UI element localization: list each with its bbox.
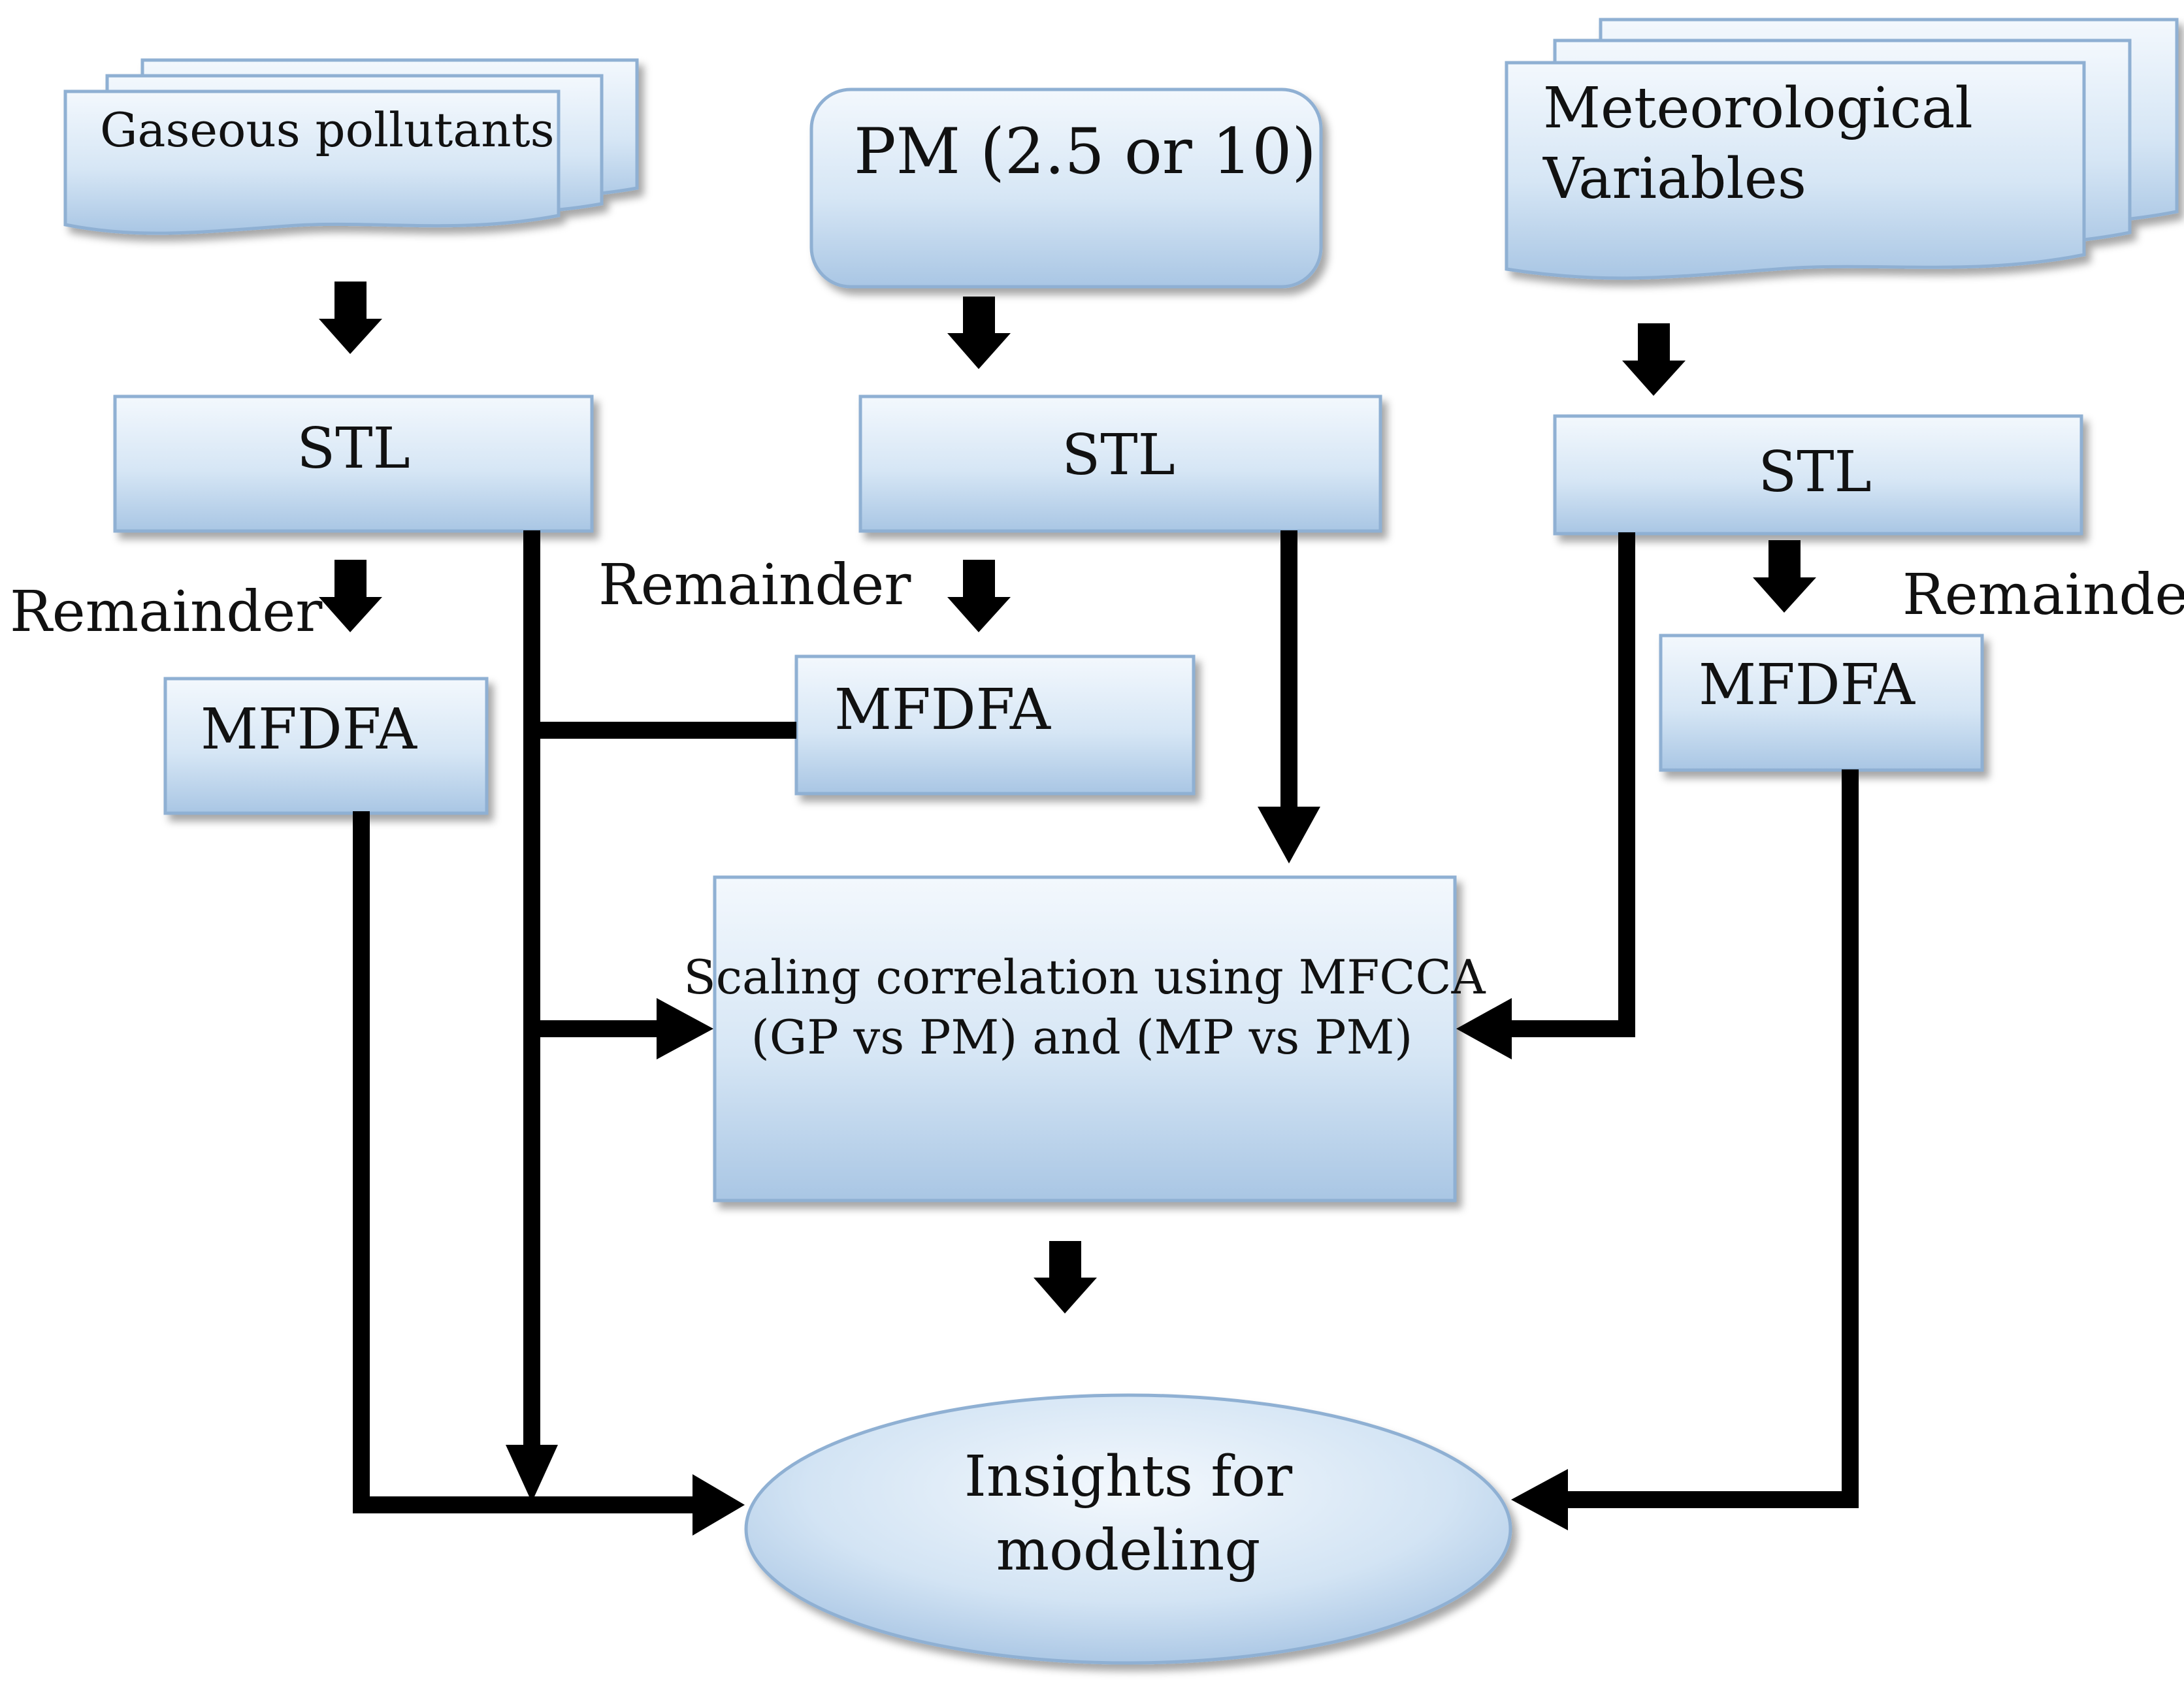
meteorological-label-line1: Meteorological	[1543, 76, 1973, 141]
arrowhead-trunk-down	[506, 1445, 558, 1502]
pm-input-box	[809, 88, 1323, 289]
stl-label-left: STL	[297, 416, 410, 481]
stl-label-center: STL	[1062, 423, 1175, 488]
connector-mfdfa-left-down	[353, 811, 699, 1513]
stl-box-center	[858, 395, 1382, 533]
mfdfa-box-center	[794, 654, 1196, 796]
stl-box-left	[113, 395, 594, 533]
block-arrow-stl-right-to-mfdfa	[1753, 540, 1816, 613]
insights-label-line1: Insights for	[964, 1444, 1293, 1509]
pm-input-label: PM (2.5 or 10)	[854, 115, 1316, 188]
block-arrow-gaseous-to-stl	[319, 282, 382, 354]
arrowhead-to-insights-right	[1511, 1469, 1568, 1530]
arrowhead-to-insights-left	[693, 1474, 745, 1536]
arrowhead-stl-center-down	[1258, 807, 1320, 863]
mfdfa-label-left: MFDFA	[201, 697, 417, 762]
remainder-label-right: Remainder	[1902, 562, 2184, 628]
arrowhead-to-mfcca-left	[657, 998, 713, 1059]
mfcca-box	[713, 875, 1457, 1202]
block-arrow-stl-left-to-mfdfa	[319, 560, 382, 632]
stl-label-right: STL	[1758, 440, 1871, 505]
meteorological-label-line2: Variables	[1542, 146, 1806, 212]
block-arrow-stl-center-to-mfdfa	[947, 560, 1011, 632]
stl-box-right	[1553, 414, 2083, 536]
block-arrow-mfcca-to-insights	[1034, 1241, 1097, 1314]
block-arrow-pm-to-stl	[947, 297, 1011, 369]
gaseous-pollutants-doc	[63, 58, 639, 235]
mfdfa-label-center: MFDFA	[834, 677, 1051, 743]
mfcca-label-line2: (GP vs PM) and (MP vs PM)	[751, 1010, 1413, 1065]
mfdfa-label-right: MFDFA	[1699, 653, 1915, 718]
meteorological-variables-doc	[1505, 18, 2179, 280]
mfdfa-box-left	[163, 677, 489, 815]
arrowhead-to-mfcca-right	[1456, 998, 1512, 1059]
connector-stl-right-to-mfcca	[1505, 532, 1635, 1037]
insights-label-line2: modeling	[996, 1518, 1261, 1583]
gaseous-pollutants-label: Gaseous pollutants	[100, 103, 555, 157]
block-arrow-meteo-to-stl	[1622, 323, 1686, 396]
mfcca-label-line1: Scaling correlation using MFCCA	[683, 950, 1486, 1005]
connector-mfdfa-right-to-insights	[1561, 769, 1859, 1508]
mfdfa-box-right	[1659, 634, 1984, 772]
remainder-label-left: Remainder	[10, 579, 323, 645]
remainder-label-center: Remainder	[598, 553, 911, 618]
insights-ellipse	[744, 1393, 1512, 1665]
